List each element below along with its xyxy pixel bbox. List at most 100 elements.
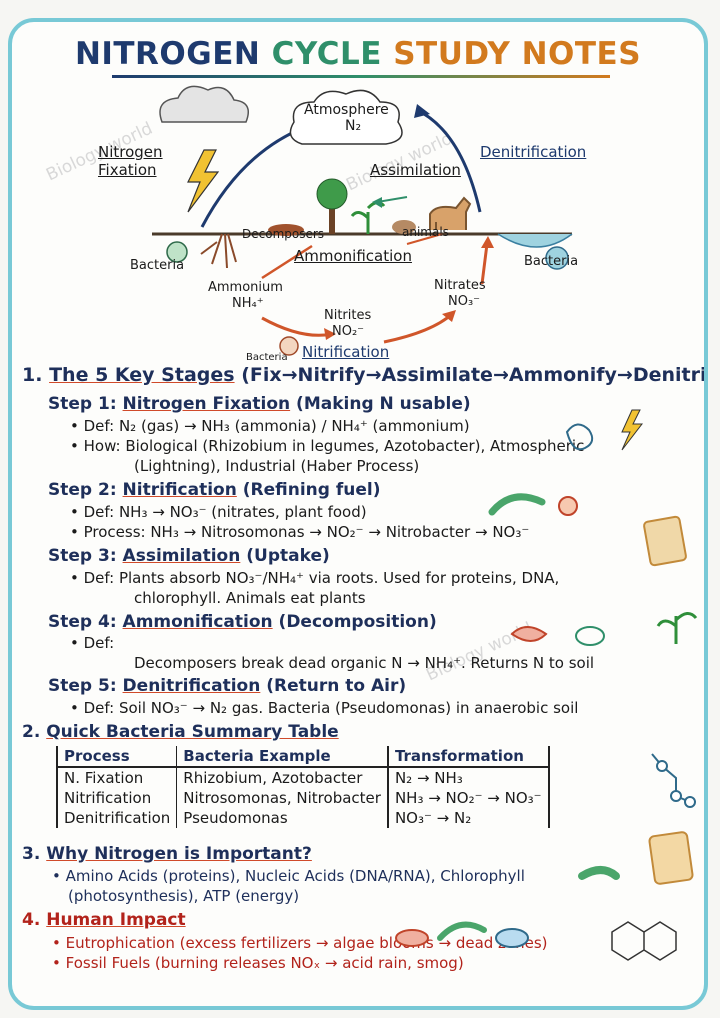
title-underline <box>112 75 610 78</box>
table-cell: N. Fixation <box>56 767 178 788</box>
lightning-icon <box>187 149 220 213</box>
bacteria-icon <box>545 246 569 270</box>
sprout-doodle-icon <box>656 612 698 644</box>
step-1-heading: Step 1: Nitrogen Fixation (Making N usab… <box>48 394 471 414</box>
step-1-line: • Def: N₂ (gas) → NH₃ (ammonia) / NH₄⁺ (… <box>70 417 470 435</box>
doodles <box>395 409 698 961</box>
table-cell: N₂ → NH₃ <box>387 767 550 788</box>
step-label: Step 4: <box>48 612 117 632</box>
table-cell: Nitrification <box>56 788 178 808</box>
title-part-nitrogen: NITROGEN <box>74 36 261 72</box>
virus-doodle-icon <box>558 496 578 516</box>
step-3-line: chlorophyll. Animals eat plants <box>134 589 366 607</box>
bacteria-doodle-icon <box>565 423 594 451</box>
column-header-bacteria: Bacteria Example <box>176 746 389 768</box>
step-name: Denitrification <box>122 676 261 696</box>
step-label: Step 1: <box>48 394 117 414</box>
ammonium-label: Ammonium <box>208 280 283 295</box>
ammonification-label: Ammonification <box>294 247 412 265</box>
nitrogen-fixation-label-line2: Fixation <box>98 161 157 179</box>
bacillus-doodle-icon <box>578 866 620 880</box>
nitrites-label: Nitrites <box>324 308 372 323</box>
step-note: (Refining fuel) <box>242 480 381 500</box>
step-label: Step 5: <box>48 676 117 696</box>
tree-trunk <box>329 200 335 234</box>
fertilizer-bag-icon <box>648 831 694 885</box>
nitrates-label: Nitrates <box>434 278 486 293</box>
atmosphere-formula: N₂ <box>345 118 362 134</box>
bacillus-doodle-icon <box>488 493 546 516</box>
column-header-transformation: Transformation <box>387 746 550 768</box>
section-3-heading: 3. Why Nitrogen is Important? <box>22 844 312 864</box>
arrowhead-icon <box>414 104 430 118</box>
step-1-line: • How: Biological (Rhizobium in legumes,… <box>70 437 585 455</box>
bacteria-bottom-label: Bacteria <box>246 352 288 363</box>
bacteria-left-label: Bacteria <box>130 258 185 273</box>
decomposers-label: Decomposers <box>242 227 325 241</box>
step-note: (Uptake) <box>246 546 330 566</box>
study-notes-card: NITROGEN CYCLE STUDY NOTES Biology world… <box>8 18 708 1010</box>
nitrates-formula: NO₃⁻ <box>448 294 481 309</box>
step-4-heading: Step 4: Ammonification (Decomposition) <box>48 612 437 632</box>
step-3-heading: Step 3: Assimilation (Uptake) <box>48 546 330 566</box>
dog-icon <box>429 196 472 230</box>
lightning-doodle-icon <box>621 409 644 451</box>
decomposer-matter-icon <box>268 224 304 236</box>
step-label: Step 2: <box>48 480 117 500</box>
title-part-study-notes: STUDY NOTES <box>393 36 642 72</box>
section-number: 2. <box>22 722 41 742</box>
table-cell: NO₃⁻ → N₂ <box>387 808 550 828</box>
step-4-line: Decomposers break dead organic N → NH₄⁺.… <box>134 654 595 672</box>
section-title: The 5 Key Stages <box>49 364 235 386</box>
step-note: (Decomposition) <box>278 612 437 632</box>
bacteria-cluster-icon <box>510 626 548 642</box>
atmosphere-cloud-icon <box>289 89 403 145</box>
step-3-line: • Def: Plants absorb NO₃⁻/NH₄⁺ via roots… <box>70 569 560 587</box>
section-number: 1. <box>22 364 43 386</box>
table-cell: Denitrification <box>56 808 178 828</box>
ammonium-formula: NH₄⁺ <box>232 296 264 311</box>
table-cell: Pseudomonas <box>176 808 389 828</box>
assimilation-label: Assimilation <box>370 161 461 179</box>
bacteria-icon <box>279 336 299 356</box>
chemical-structure-icon <box>611 921 677 961</box>
roots-icon <box>200 233 237 269</box>
section-title: Why Nitrogen is Important? <box>46 844 312 864</box>
table-header-row: Process Bacteria Example Transformation <box>56 746 550 768</box>
section-3-line: • Amino Acids (proteins), Nucleic Acids … <box>52 867 525 885</box>
step-name: Ammonification <box>122 612 273 632</box>
cell-doodle-icon <box>575 626 605 646</box>
section-number: 4. <box>22 910 41 930</box>
nitrogen-cycle-diagram <box>152 85 573 356</box>
step-2-line: • Process: NH₃ → Nitrosomonas → NO₂⁻ → N… <box>70 523 530 541</box>
atmosphere-label: Atmosphere <box>304 102 389 118</box>
table-row: Denitrification Pseudomonas NO₃⁻ → N₂ <box>56 808 550 828</box>
nitrogen-fixation-label-line1: Nitrogen <box>98 143 163 161</box>
section-number: 3. <box>22 844 41 864</box>
section-1-heading: 1. The 5 Key Stages (Fix→Nitrify→Assimil… <box>22 364 708 386</box>
bacteria-doodle-icon <box>437 921 487 941</box>
section-title: Quick Bacteria Summary Table <box>46 722 339 742</box>
step-2-heading: Step 2: Nitrification (Refining fuel) <box>48 480 381 500</box>
step-name: Assimilation <box>122 546 241 566</box>
section-4-line: • Fossil Fuels (burning releases NOₓ → a… <box>52 954 464 972</box>
nitrites-formula: NO₂⁻ <box>332 324 365 339</box>
table-row: Nitrification Nitrosomonas, Nitrobacter … <box>56 788 550 808</box>
tree-icon <box>316 178 348 210</box>
section-2-heading: 2. Quick Bacteria Summary Table <box>22 722 339 742</box>
column-header-process: Process <box>56 746 178 768</box>
cycle-arrow-right <box>416 108 482 213</box>
step-name: Nitrification <box>122 480 237 500</box>
fertilizer-bag-icon <box>643 515 687 567</box>
bacteria-summary-table: Process Bacteria Example Transformation … <box>56 746 550 828</box>
table-cell: Nitrosomonas, Nitrobacter <box>176 788 389 808</box>
denitrification-label: Denitrification <box>480 143 587 161</box>
step-5-line: • Def: Soil NO₃⁻ → N₂ gas. Bacteria (Pse… <box>70 699 579 717</box>
nitrification-label: Nitrification <box>302 343 390 361</box>
section-4-heading: 4. Human Impact <box>22 910 186 930</box>
bacteria-doodle-icon <box>495 928 529 948</box>
mouse-icon <box>392 220 416 234</box>
section-subtitle: (Fix→Nitrify→Assimilate→Ammonify→Denitri… <box>241 364 708 386</box>
step-1-line: (Lightning), Industrial (Haber Process) <box>134 457 420 475</box>
table-row: N. Fixation Rhizobium, Azotobacter N₂ → … <box>56 767 550 788</box>
